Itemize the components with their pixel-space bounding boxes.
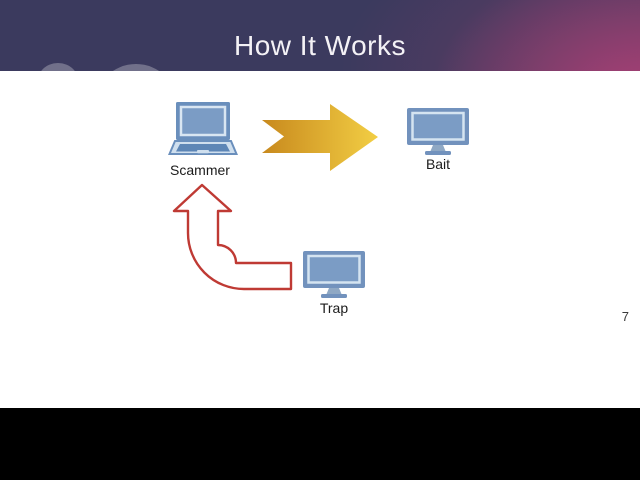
slide-body: Scammer Bait: [0, 71, 640, 408]
monitor-icon: [407, 108, 469, 155]
node-label-trap: Trap: [319, 300, 349, 316]
return-arrow-icon: [172, 183, 293, 291]
node-label-bait: Bait: [425, 156, 451, 172]
page-number: 7: [621, 309, 629, 324]
node-label-scammer: Scammer: [170, 162, 230, 178]
forward-arrow-icon: [262, 104, 378, 171]
monitor-icon: [303, 251, 365, 298]
slide-title: How It Works: [234, 30, 406, 61]
laptop-icon: [168, 102, 238, 155]
slide-header: How It Works: [0, 0, 640, 76]
